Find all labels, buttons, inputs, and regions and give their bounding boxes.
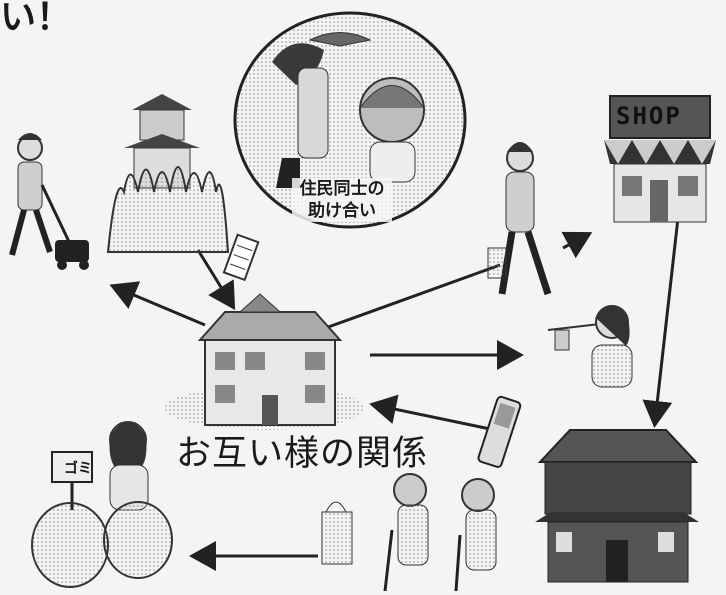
farmhouse-field-icon (106, 94, 230, 253)
central-house-icon (165, 293, 365, 430)
shop-sign-label: SHOP (616, 102, 682, 130)
mutual-help-caption-line2: 助け合い (308, 201, 376, 221)
line-house-to-shopper (319, 263, 501, 332)
arrow-ticket-to-house (196, 249, 236, 311)
laundry-woman-icon (547, 305, 633, 388)
umbrella-icon (308, 32, 372, 47)
arrows-group (109, 217, 680, 571)
elderly-couple-icon (383, 473, 497, 592)
lawnmower-man-icon (9, 133, 89, 270)
mobile-phone-icon (477, 395, 522, 468)
shopping-bag-icon (321, 501, 353, 565)
ticket-icon (222, 233, 260, 282)
mutual-help-bubble (233, 11, 467, 229)
arrow-shopper-to-shop (561, 231, 593, 259)
mutual-help-caption-line1: 住民同士の (299, 179, 385, 199)
mutual-help-caption: 住民同士の 助け合い (292, 178, 392, 222)
garbage-tag-label: ゴミ (64, 461, 92, 477)
neighbor-figure (297, 67, 329, 159)
cropped-heading-fragment: い！ (0, 0, 73, 38)
arrow-elderly-to-house (369, 394, 496, 432)
arrow-shop-to-house (642, 217, 680, 428)
arrow-house-to-mower (109, 281, 206, 327)
large-house-icon (535, 429, 699, 583)
mutual-relationship-caption: お互い様の関係 (176, 434, 429, 474)
garbage-woman-icon (31, 421, 173, 588)
shop-icon (604, 95, 716, 223)
shopper-icon (487, 142, 552, 296)
